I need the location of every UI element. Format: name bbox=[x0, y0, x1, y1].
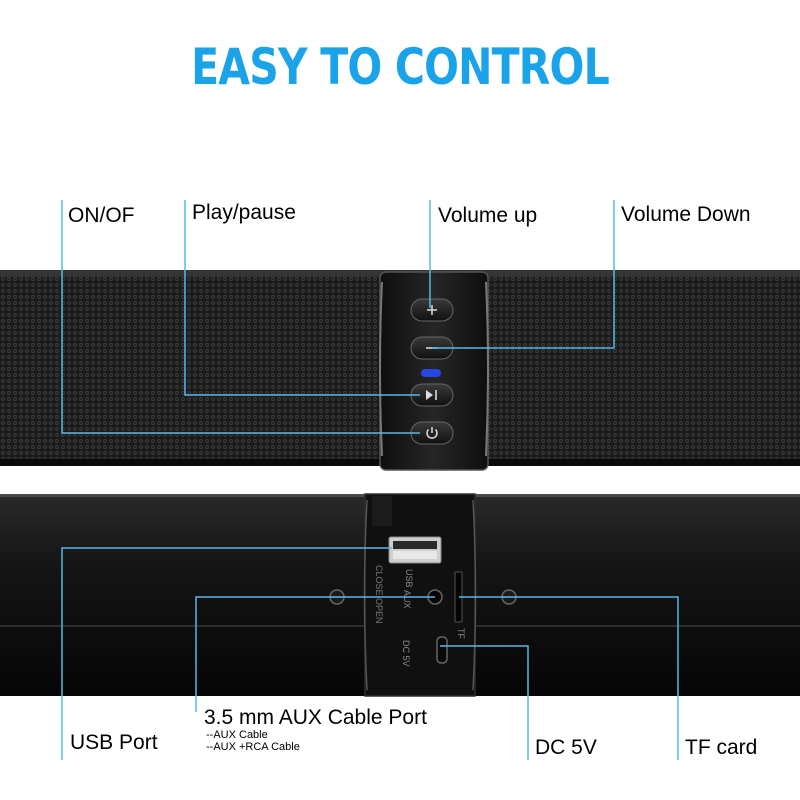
label-tf-card: TF card bbox=[685, 736, 758, 759]
tf-marking: TF bbox=[456, 628, 466, 639]
label-play-pause: Play/pause bbox=[192, 201, 296, 224]
usb-port[interactable] bbox=[388, 536, 442, 564]
callout-dc bbox=[440, 645, 529, 760]
soundbar-rear: USB AUX CLOSE OPEN TF DC 5V bbox=[0, 493, 800, 697]
power-icon bbox=[426, 427, 438, 439]
callout-usb bbox=[61, 547, 392, 760]
label-volume-up: Volume up bbox=[438, 204, 538, 227]
callout-tf bbox=[459, 596, 679, 760]
label-dc-5v: DC 5V bbox=[535, 736, 597, 759]
aux-marking: AUX bbox=[402, 590, 412, 609]
callout-on-off bbox=[61, 200, 420, 434]
usb-marking: USB bbox=[404, 569, 414, 588]
label-aux-cable: --AUX Cable bbox=[206, 729, 268, 741]
status-indicator-led bbox=[421, 369, 441, 377]
page-title: EASY TO CONTROL bbox=[191, 38, 610, 96]
label-on-off: ON/OF bbox=[68, 204, 135, 227]
label-usb-port: USB Port bbox=[70, 731, 158, 754]
plus-icon bbox=[427, 305, 437, 315]
play-pause-icon bbox=[426, 390, 437, 400]
label-volume-down: Volume Down bbox=[621, 203, 751, 226]
label-aux-port: 3.5 mm AUX Cable Port bbox=[204, 706, 427, 729]
callout-volume-down bbox=[432, 200, 615, 349]
dc-marking: DC 5V bbox=[401, 640, 411, 667]
dc-5v-port[interactable] bbox=[436, 636, 448, 664]
play-pause-button[interactable] bbox=[410, 383, 454, 407]
soundbar-front bbox=[0, 270, 800, 471]
callout-aux bbox=[195, 596, 435, 712]
close-open-marking: CLOSE OPEN bbox=[374, 565, 384, 624]
power-button[interactable] bbox=[410, 421, 454, 445]
volume-up-button[interactable] bbox=[410, 298, 454, 322]
callout-lines bbox=[61, 200, 679, 760]
label-aux-rca: --AUX +RCA Cable bbox=[206, 741, 300, 753]
callout-play-pause bbox=[184, 200, 420, 396]
